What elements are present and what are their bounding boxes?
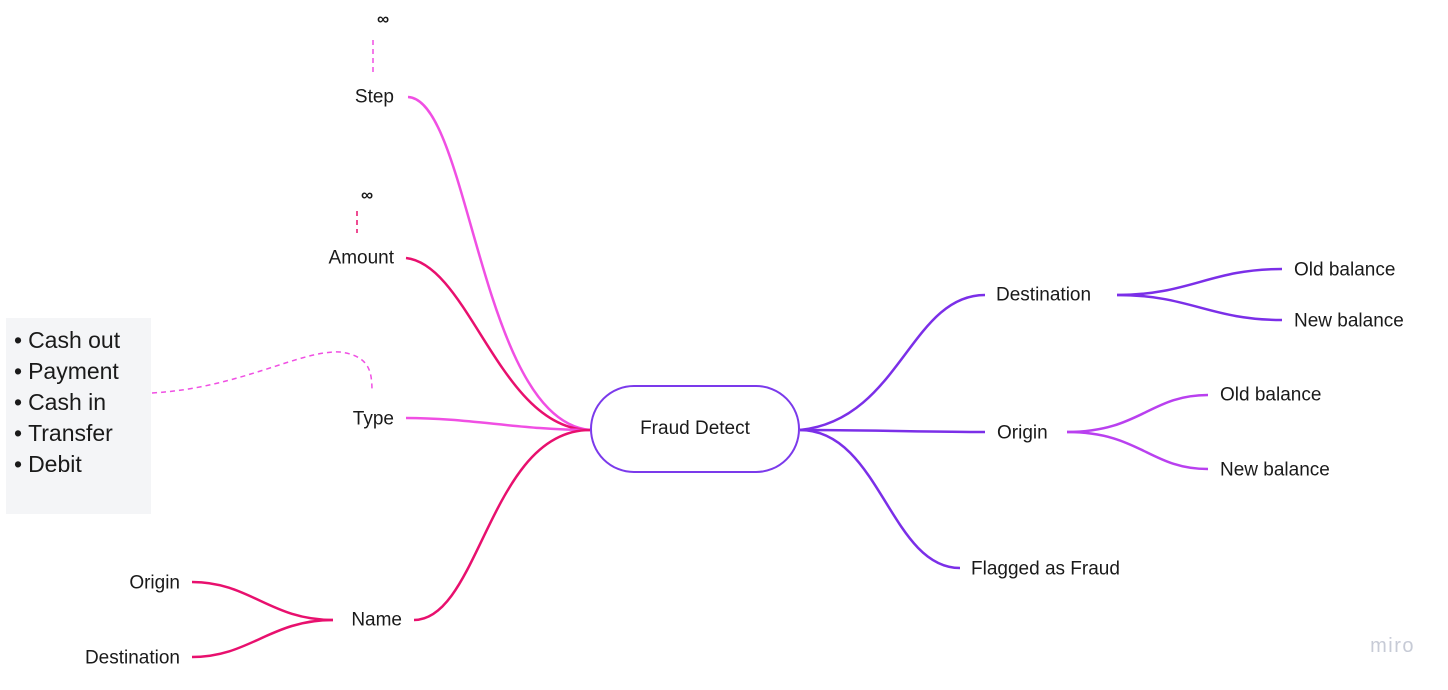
node-destination-new-balance[interactable]: New balance [1294,310,1404,332]
node-name-destination[interactable]: Destination [84,647,180,669]
node-origin-old-balance[interactable]: Old balance [1220,384,1322,406]
connector-root-origin [799,428,986,434]
node-type[interactable]: Type [352,408,394,430]
node-step[interactable]: Step [354,86,394,108]
type-option: Cash out [14,325,151,356]
connector-destination-new [1116,293,1283,322]
type-option: Debit [14,449,151,480]
connector-name-destination [191,618,334,659]
connector-root-destination [799,293,986,432]
connector-root-step [407,95,591,432]
node-origin-new-balance[interactable]: New balance [1220,459,1330,481]
node-name-origin[interactable]: Origin [129,572,180,594]
connector-origin-old [1066,393,1209,434]
amount-note-symbol: ∞ [360,185,374,205]
node-destination-old-balance[interactable]: Old balance [1294,259,1396,281]
type-option: Payment [14,356,151,387]
connector-root-name [413,428,591,622]
node-amount[interactable]: Amount [328,247,394,269]
step-note-symbol: ∞ [376,9,390,29]
node-origin[interactable]: Origin [997,422,1048,444]
connector-origin-new [1066,430,1209,471]
node-destination[interactable]: Destination [996,284,1092,306]
type-option: Transfer [14,418,151,449]
connector-root-type [405,416,591,432]
connector-name-origin [191,580,334,622]
type-option: Cash in [14,387,151,418]
node-name[interactable]: Name [351,609,402,631]
connector-destination-old [1116,267,1283,297]
node-flagged-as-fraud[interactable]: Flagged as Fraud [971,558,1120,580]
dashed-link-type-note [151,351,373,394]
connector-root-amount [405,256,591,432]
root-node-label: Fraud Detect [640,418,750,439]
connector-root-flagged [799,428,961,570]
miro-watermark-logo: miro [1370,635,1415,657]
root-node[interactable]: Fraud Detect [590,385,800,473]
type-options-note[interactable]: Cash out Payment Cash in Transfer Debit [6,318,151,514]
